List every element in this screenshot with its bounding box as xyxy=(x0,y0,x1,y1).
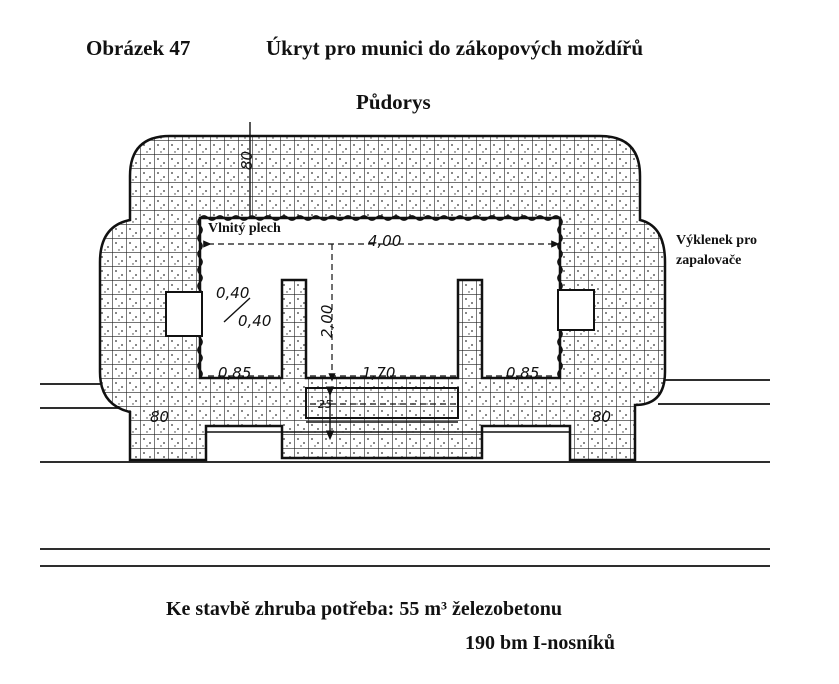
dim-right-bay: 0,85 xyxy=(506,364,540,382)
concrete-walls xyxy=(98,134,667,462)
corrugated-sheet-label: Vlnitý plech xyxy=(208,221,281,236)
requirement-line-1: Ke stavbě zhruba potřeba: 55 m³ železobe… xyxy=(166,598,562,620)
figure-title: Obrázek 47 Úkryt pro munici do zákopových… xyxy=(86,36,643,61)
dimension-lines xyxy=(203,240,560,405)
niche-left xyxy=(165,291,203,337)
dim-wall-top: 80 xyxy=(238,150,256,170)
dim-inner-depth: 2,00 xyxy=(318,304,336,338)
niche-right xyxy=(557,289,595,331)
niche-diagonal xyxy=(223,297,251,323)
view-label: Půdorys xyxy=(356,90,431,114)
dim-inner-width: 4,00 xyxy=(368,232,402,250)
dim-niche-b: 0,40 xyxy=(238,312,272,330)
niche-label-line2: zapalovače xyxy=(676,253,742,268)
dim-wall-right: 80 xyxy=(592,408,612,426)
dim-center-bay: 1,70 xyxy=(362,364,396,382)
figure-title-text: Úkryt pro munici do zákopových moždířů xyxy=(266,36,644,60)
requirement-line-2: 190 bm I-nosníků xyxy=(465,632,616,654)
niche-label-line1: Výklenek pro xyxy=(676,233,758,248)
dim-slab: 25 xyxy=(318,398,332,411)
niche-label: Výklenek pro zapalovače xyxy=(676,231,757,271)
dim-wall-left: 80 xyxy=(150,408,170,426)
dim-left-bay: 0,85 xyxy=(218,364,252,382)
dim-niche-a: 0,40 xyxy=(216,284,250,302)
figure-number: Obrázek 47 xyxy=(86,36,191,60)
trench-lines xyxy=(40,379,770,567)
